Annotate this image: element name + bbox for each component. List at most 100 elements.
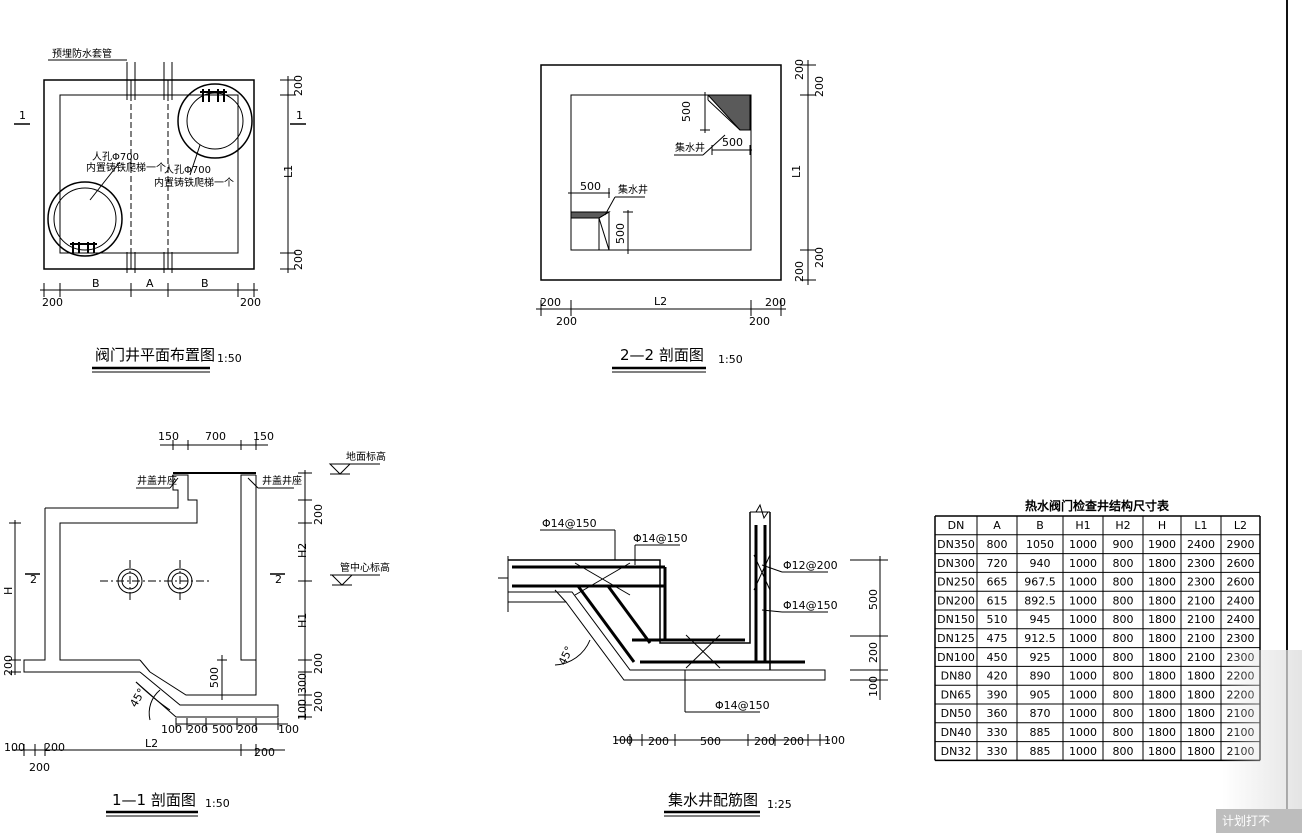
- manhole-label-1: 人孔Φ700: [92, 151, 139, 163]
- s22-dim-200-r2: 200: [813, 76, 826, 97]
- s22-dim-500-b: 500: [722, 136, 743, 149]
- table-cell: 890: [1030, 670, 1051, 683]
- s11-dim-100-b: 100: [278, 723, 299, 736]
- table-cell: 912.5: [1024, 632, 1056, 645]
- plan-dim-wall-left: 200: [42, 296, 63, 309]
- s11-dim-200-d: 200: [29, 761, 50, 774]
- s11-dim-h: H: [2, 587, 15, 595]
- table-cell: 1800: [1187, 670, 1215, 683]
- table-cell: 1800: [1148, 594, 1176, 607]
- rebar-label-4: Φ14@150: [783, 599, 838, 612]
- pipe-center-label: 管中心标高: [340, 561, 390, 574]
- table-cell: 2300: [1187, 557, 1215, 570]
- table-cell: 1000: [1069, 632, 1097, 645]
- table-cell: 800: [987, 538, 1008, 551]
- table-cell: 720: [987, 557, 1008, 570]
- table-cell: 1800: [1148, 726, 1176, 739]
- rebar-dim-200-v: 200: [867, 642, 880, 663]
- s22-dim-500-d: 500: [614, 223, 627, 244]
- rebar-label-5: Φ14@150: [715, 699, 770, 712]
- plan-dim-wall-bottom: 200: [292, 249, 305, 270]
- plan-scale: 1:50: [217, 352, 242, 365]
- table-cell: DN350: [937, 538, 975, 551]
- plan-title: 阀门井平面布置图: [95, 346, 215, 364]
- drawing-frame-border: [1286, 0, 1288, 833]
- table-cell: 2100: [1187, 594, 1215, 607]
- table-cell: DN100: [937, 651, 975, 664]
- s11-dim-150-right: 150: [253, 430, 274, 443]
- s11-dim-200-c: 200: [44, 741, 65, 754]
- table-cell: 1800: [1148, 670, 1176, 683]
- table-cell: 2400: [1227, 594, 1255, 607]
- sump-label-1: 集水井: [675, 141, 705, 154]
- s22-dim-l1: L1: [790, 165, 803, 178]
- table-cell: 800: [1113, 726, 1134, 739]
- s11-dim-200-r1: 200: [312, 504, 325, 525]
- table-cell: 800: [1113, 707, 1134, 720]
- table-cell: 2100: [1187, 613, 1215, 626]
- lid-seat-label-right: 井盖井座: [262, 474, 302, 487]
- s11-section-mark-left: 2: [30, 573, 37, 586]
- s22-dim-l2: L2: [654, 295, 667, 308]
- s11-dim-l2: L2: [145, 737, 158, 750]
- table-cell: 925: [1030, 651, 1051, 664]
- table-cell: 1900: [1148, 538, 1176, 551]
- rebar-scale: 1:25: [767, 798, 792, 811]
- table-header-cell: L1: [1194, 519, 1207, 532]
- table-cell: 1800: [1148, 576, 1176, 589]
- plan-section-mark-left: 1: [19, 109, 26, 122]
- table-cell: 1800: [1148, 707, 1176, 720]
- s11-dim-200-a: 200: [187, 723, 208, 736]
- rebar-dim-200-c: 200: [783, 735, 804, 748]
- table-cell: DN125: [937, 632, 975, 645]
- s11-dim-h1: H1: [296, 613, 309, 628]
- s11-scale: 1:50: [205, 797, 230, 810]
- table-cell: 420: [987, 670, 1008, 683]
- table-cell: 475: [987, 632, 1008, 645]
- rebar-detail: Φ14@150 Φ14@150 Φ12@200 Φ14@150 Φ14@150 …: [498, 503, 888, 817]
- table-cell: 450: [987, 651, 1008, 664]
- table-cell: 2300: [1187, 576, 1215, 589]
- s11-dim-300: 300: [296, 673, 309, 694]
- table-cell: 1000: [1069, 613, 1097, 626]
- table-cell: 1000: [1069, 707, 1097, 720]
- table-cell: 1800: [1187, 745, 1215, 758]
- s11-dim-h2: H2: [296, 543, 309, 558]
- table-header-cell: L2: [1234, 519, 1247, 532]
- table-cell: 800: [1113, 670, 1134, 683]
- table-cell: 510: [987, 613, 1008, 626]
- plan-dim-a: A: [146, 277, 154, 290]
- table-cell: DN200: [937, 594, 975, 607]
- table-cell: 2600: [1227, 557, 1255, 570]
- table-cell: DN250: [937, 576, 975, 589]
- table-cell: 800: [1113, 613, 1134, 626]
- s11-dim-200-r3: 200: [312, 691, 325, 712]
- table-header-cell: B: [1036, 519, 1044, 532]
- rebar-dim-500-v: 500: [867, 589, 880, 610]
- section-2-2: 500 500 集水井 500 集水井 500 200 200 L1 200 2…: [536, 59, 826, 373]
- s22-dim-200-b2: 200: [556, 315, 577, 328]
- s11-section-mark-right: 2: [275, 573, 282, 586]
- s11-dim-200-l: 200: [2, 655, 15, 676]
- table-cell: 1800: [1148, 613, 1176, 626]
- table-cell: DN32: [941, 745, 972, 758]
- table-cell: 1000: [1069, 688, 1097, 701]
- table-cell: 2400: [1227, 613, 1255, 626]
- table-cell: DN300: [937, 557, 975, 570]
- table-title: 热水阀门检查井结构尺寸表: [1025, 498, 1170, 513]
- s22-dim-200-r4: 200: [793, 261, 806, 282]
- table-cell: 665: [987, 576, 1008, 589]
- table-cell: 1000: [1069, 594, 1097, 607]
- table-cell: DN150: [937, 613, 975, 626]
- table-header-cell: H: [1158, 519, 1166, 532]
- table-cell: 1800: [1187, 726, 1215, 739]
- table-cell: 2900: [1227, 538, 1255, 551]
- plan-dim-b-right: B: [201, 277, 209, 290]
- table-cell: 800: [1113, 688, 1134, 701]
- table-cell: 1050: [1026, 538, 1054, 551]
- table-cell: 800: [1113, 651, 1134, 664]
- rebar-dim-100-v: 100: [867, 676, 880, 697]
- table-cell: 2600: [1227, 576, 1255, 589]
